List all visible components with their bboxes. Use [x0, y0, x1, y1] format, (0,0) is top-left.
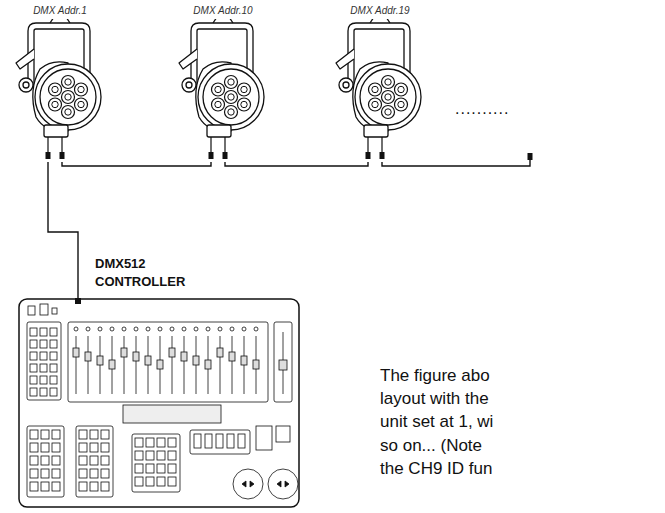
dmx-cable-stub — [382, 160, 530, 166]
par-light-drawing — [173, 19, 273, 166]
address-label: DMX Addr.10 — [173, 5, 273, 17]
par-light-drawing — [10, 19, 110, 166]
controller-label: DMX512 CONTROLLER — [95, 255, 195, 291]
note-text: unit set at 1, wi — [380, 412, 493, 432]
fixture-node: DMX Addr.10 — [173, 5, 273, 162]
cable-plug — [528, 153, 533, 160]
note-text: The figure abo — [380, 366, 490, 386]
fixture-node: DMX Addr.1 — [10, 5, 110, 162]
dmx-cable — [48, 162, 78, 304]
note-text: layout with the — [380, 389, 489, 409]
note-text: the CH9 ID fun — [380, 459, 492, 479]
par-light-drawing — [330, 19, 430, 166]
fixture-node: DMX Addr.19 — [330, 5, 430, 162]
address-label: DMX Addr.1 — [10, 5, 110, 17]
address-label: DMX Addr.19 — [330, 5, 430, 17]
continuation-dots: .......... — [455, 100, 509, 118]
dmx-controller-drawing — [18, 298, 302, 513]
dmx-cable — [62, 162, 211, 166]
controller-node: DMX512 CONTROLLER — [18, 255, 302, 511]
note-text: so on... (Note — [380, 436, 482, 456]
dmx-cable — [225, 162, 368, 166]
